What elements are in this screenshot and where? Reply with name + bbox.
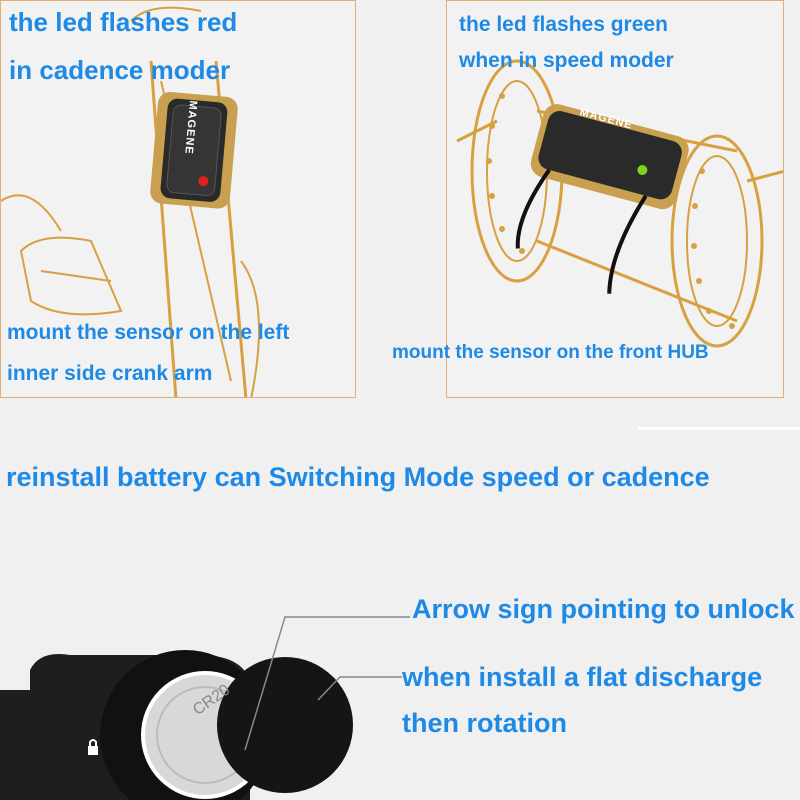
divider-line — [638, 427, 800, 430]
cadence-mode-panel: the led flashes red in cadence moder MAG… — [0, 0, 356, 398]
green-led — [637, 165, 648, 176]
cadence-mount-line1: mount the sensor on the left — [7, 321, 290, 344]
battery-compartment-illustration — [0, 616, 410, 800]
cadence-mount-line2: inner side crank arm — [7, 362, 213, 385]
front-hub-illustration — [456, 59, 783, 348]
cadence-caption-line2: in cadence moder — [9, 55, 231, 85]
install-line1: when install a flat discharge — [402, 662, 763, 692]
lock-icon — [88, 739, 98, 755]
battery-heading: reinstall battery can Switching Mode spe… — [6, 462, 710, 492]
speed-caption-line2: when in speed moder — [459, 49, 674, 72]
red-led — [198, 176, 209, 187]
speed-mount-text: mount the sensor on the front HUB — [392, 342, 709, 363]
speed-mode-panel: the led flashes green when in speed mode… — [446, 0, 784, 398]
arrow-sign-text: Arrow sign pointing to unlock — [412, 594, 795, 624]
cadence-caption-line1: the led flashes red — [9, 7, 238, 37]
speed-caption-line1: the led flashes green — [459, 13, 668, 36]
crank-arm-illustration — [1, 6, 260, 397]
install-line2: then rotation — [402, 708, 567, 738]
sensor-device — [515, 104, 689, 294]
sensor-device — [150, 92, 238, 209]
